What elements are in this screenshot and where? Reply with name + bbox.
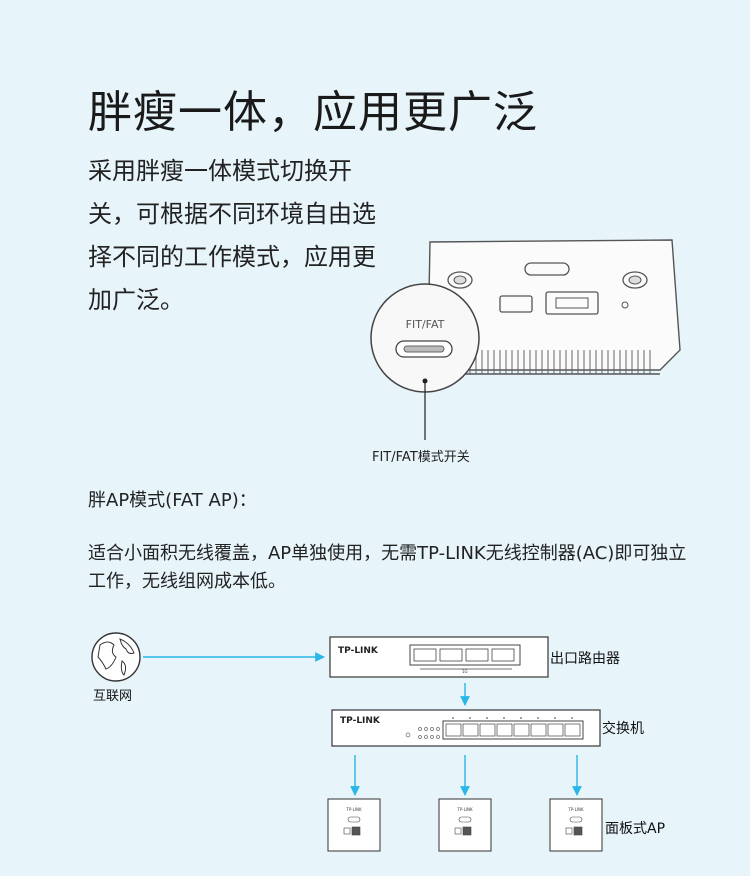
panel-ap-label: 面板式AP xyxy=(605,821,666,837)
fit-fat-magnifier: FIT/FAT xyxy=(370,283,480,440)
switch-caption: FIT/FAT模式开关 xyxy=(372,450,470,465)
router-device: TP-LINK 1G xyxy=(329,636,549,678)
fat-mode-heading: 胖AP模式(FAT AP)： xyxy=(88,490,257,511)
switch-device: TP-LINK xyxy=(331,709,601,747)
panel-ap-3: TP-LINK xyxy=(549,798,603,852)
knob-label: FIT/FAT xyxy=(406,318,445,331)
internet-label: 互联网 xyxy=(93,689,133,704)
page-title: 胖瘦一体，应用更广泛 xyxy=(88,87,538,138)
router-brand: TP-LINK xyxy=(338,646,379,656)
panel-ap-2: TP-LINK xyxy=(438,798,492,852)
router-label: 出口路由器 xyxy=(550,651,620,667)
panel-ap-back xyxy=(427,239,681,375)
ap-3-brand: TP-LINK xyxy=(567,807,584,812)
network-topology-diagram: TP-LINK 1G TP-LINK xyxy=(91,632,603,852)
switch-label: 交换机 xyxy=(602,721,644,737)
ap-1-brand: TP-LINK xyxy=(345,807,362,812)
fat-mode-description: 适合小面积无线覆盖，AP单独使用，无需TP-LINK无线控制器(AC)即可独立工… xyxy=(88,543,687,592)
switch-brand: TP-LINK xyxy=(340,716,381,726)
router-wan-mark: 1G xyxy=(462,669,468,674)
feature-description: 采用胖瘦一体模式切换开关，可根据不同环境自由选择不同的工作模式，应用更加广泛。 xyxy=(88,157,376,314)
panel-ap-device-illustration: FIT/FAT xyxy=(370,239,681,440)
panel-ap-1: TP-LINK xyxy=(327,798,381,852)
ap-2-brand: TP-LINK xyxy=(456,807,473,812)
globe-icon xyxy=(91,632,141,682)
